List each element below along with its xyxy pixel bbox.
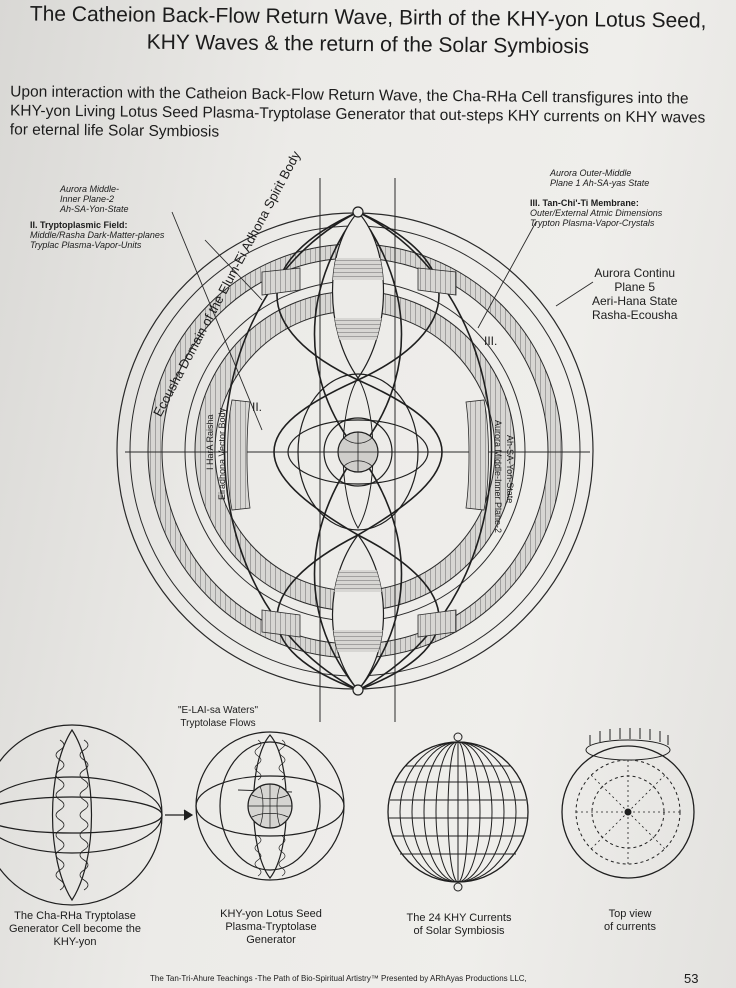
label-eiradhona: Eiradhona Vector Body: [217, 407, 227, 500]
caption-topview-1: Top view: [608, 908, 652, 920]
label-aurora-middle-inner-2: Inner Plane-2: [60, 194, 115, 204]
label-tan-chi-ti-membrane: III. Tan-Chi'-Ti Membrane: Outer/Externa…: [530, 198, 662, 228]
label-aurora-continuum: Aurora Continu Plane 5 Aeri-Hana State R…: [592, 266, 677, 322]
figure-khy-currents: [387, 732, 529, 892]
caption-waters-1: "E-LAI-sa Waters": [177, 705, 259, 716]
figure-seed: [195, 731, 345, 881]
figure-cell: [0, 724, 194, 906]
caption-top-view: Top view of currents: [580, 908, 680, 934]
caption-currents-2: of Solar Symbiosis: [413, 925, 505, 937]
label-aurora-outer-middle: Aurora Outer-Middle Plane 1 Ah-SA-yas St…: [550, 168, 649, 188]
label-aurora-middle-inner-1: Aurora Middle-: [60, 184, 120, 194]
caption-seed: KHY-yon Lotus Seed Plasma-Tryptolase Gen…: [206, 908, 336, 947]
label-ahsa-state: Ah-SA-Yon-State: [505, 435, 515, 504]
caption-seed-1: KHY-yon Lotus Seed: [220, 908, 322, 920]
label-aurora-inner-plane: Aurora Middle-Inner Plane-2: [493, 420, 503, 534]
label-aurora-continuum-2: Plane 5: [614, 280, 656, 294]
label-aurora-outer-middle-1: Aurora Outer-Middle: [550, 168, 632, 178]
caption-cell-2: Generator Cell become the: [8, 923, 142, 935]
label-aurora-outer-middle-2: Plane 1 Ah-SA-yas State: [550, 178, 650, 188]
caption-seed-3: Generator: [246, 934, 296, 946]
label-aurora-middle-inner: Aurora Middle- Inner Plane-2 Ah-SA-Yon-S…: [60, 184, 129, 214]
label-tryptoplasmic-2: Middle/Rasha Dark-Matter-planes: [30, 230, 165, 240]
caption-cell-1: The Cha-RHa Tryptolase: [14, 910, 136, 922]
label-tryptoplasmic-1: II. Tryptoplasmic Field:: [30, 220, 128, 230]
roman-numeral-iii: III.: [484, 334, 498, 348]
footer-credit: The Tan-Tri-Ahure Teachings -The Path of…: [150, 974, 527, 983]
label-tanchiti-1: III. Tan-Chi'-Ti Membrane:: [530, 198, 639, 208]
label-aurora-continuum-4: Rasha-Ecousha: [592, 308, 678, 322]
label-tanchiti-3: Trypton Plasma-Vapor-Crystals: [530, 218, 655, 228]
caption-cell-3: KHY-yon: [53, 936, 97, 948]
label-tryptoplasmic-3: Tryplac Plasma-Vapor-Units: [30, 240, 142, 250]
label-aurora-continuum-1: Aurora Continu: [594, 266, 676, 280]
caption-cell: The Cha-RHa Tryptolase Generator Cell be…: [5, 910, 145, 949]
bottom-leaf: [331, 534, 385, 691]
page-number: 53: [684, 971, 699, 986]
caption-seed-2: Plasma-Tryptolase: [225, 921, 317, 933]
caption-waters-2: Tryptolase Flows: [180, 718, 256, 729]
label-tanchiti-2: Outer/External Atmic Dimensions: [530, 208, 663, 218]
central-generator: [287, 206, 429, 696]
top-leaf: [331, 211, 385, 380]
label-hara-raisha: I HarA Raisha: [205, 414, 215, 470]
label-aurora-middle-inner-3: Ah-SA-Yon-State: [60, 204, 129, 214]
label-tryptoplasmic-field: II. Tryptoplasmic Field: Middle/Rasha Da…: [30, 220, 164, 250]
roman-numeral-ii: II.: [252, 400, 263, 414]
figure-top-view: [561, 728, 695, 879]
side-bands: [227, 267, 489, 638]
caption-khy-currents: The 24 KHY Currents of Solar Symbiosis: [394, 912, 524, 938]
caption-waters: "E-LAI-sa Waters" Tryptolase Flows: [158, 704, 278, 730]
label-aurora-continuum-3: Aeri-Hana State: [592, 294, 678, 308]
caption-topview-2: of currents: [604, 921, 656, 933]
caption-currents-1: The 24 KHY Currents: [406, 912, 512, 924]
